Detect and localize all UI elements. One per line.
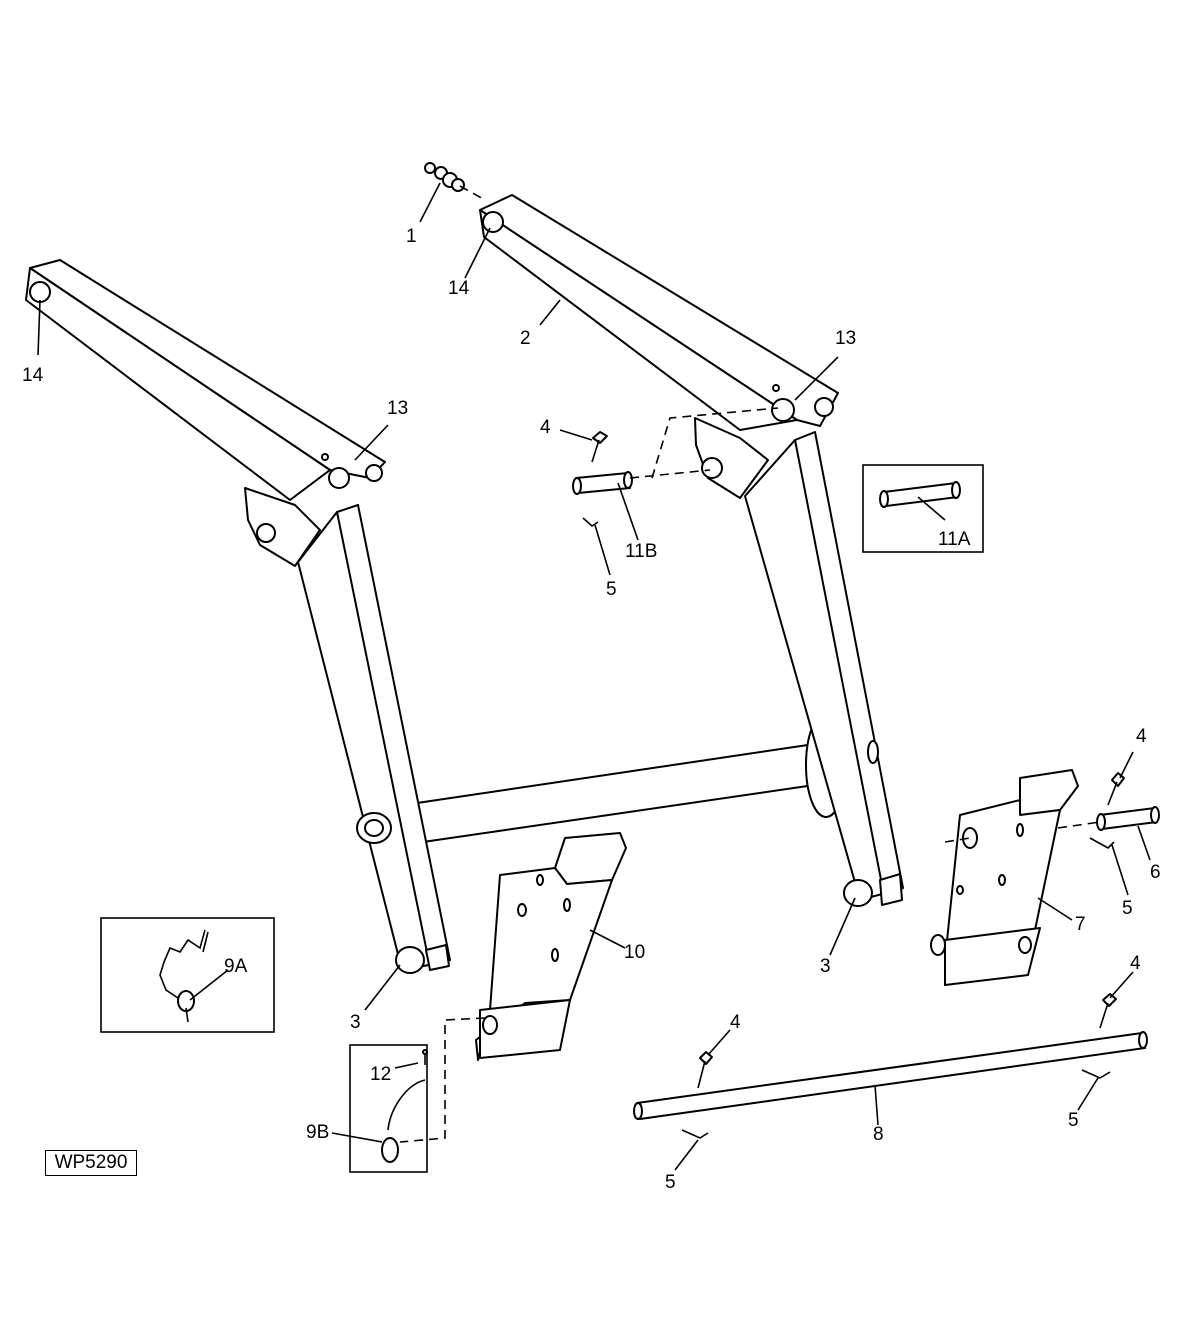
inset-box-11a: [862, 464, 984, 553]
callout-5: 5: [1122, 898, 1133, 919]
callout-3: 3: [820, 956, 831, 977]
callout-4: 4: [540, 417, 551, 438]
callout-3: 3: [350, 1012, 361, 1033]
grease-fitting: [424, 162, 465, 192]
right-boom-arm: [479, 194, 904, 907]
callout-11a: 11A: [938, 529, 971, 550]
callout-7: 7: [1075, 914, 1086, 935]
callout-labels: 1 14 14 2 13 13 4 11B 5 11A 4 6 5 7 3 3 …: [22, 226, 1161, 1193]
assembly-dash-lines: [399, 185, 1101, 1143]
left-boom-arm: [25, 259, 451, 974]
callout-5: 5: [606, 579, 617, 600]
inset-box-9b: [349, 1044, 428, 1173]
callout-9b: 9B: [306, 1122, 329, 1143]
callout-2: 2: [520, 328, 531, 349]
callout-10: 10: [624, 942, 645, 963]
callout-9a: 9A: [224, 956, 248, 977]
callout-11b: 11B: [625, 541, 657, 562]
inset-box-9a: [100, 917, 275, 1033]
callout-8: 8: [873, 1124, 884, 1145]
mounting-bracket-left: [475, 832, 627, 1061]
cross-tube: [416, 712, 847, 843]
mounting-bracket-right: [930, 769, 1079, 986]
callout-12: 12: [370, 1064, 391, 1085]
figure-id-label: WP5290: [45, 1150, 137, 1176]
callout-4: 4: [730, 1012, 741, 1033]
callout-5: 5: [1068, 1110, 1079, 1131]
callout-4: 4: [1136, 726, 1147, 747]
callout-13: 13: [387, 398, 408, 419]
callout-6: 6: [1150, 862, 1161, 883]
callout-14: 14: [448, 278, 470, 299]
callout-13: 13: [835, 328, 856, 349]
callout-5: 5: [665, 1172, 676, 1193]
callout-14: 14: [22, 365, 44, 386]
callout-4: 4: [1130, 953, 1141, 974]
leader-lines: [37, 182, 1151, 1171]
callout-1: 1: [406, 226, 417, 247]
bracket-pin: [1089, 772, 1160, 849]
pivot-pin: [572, 431, 633, 528]
